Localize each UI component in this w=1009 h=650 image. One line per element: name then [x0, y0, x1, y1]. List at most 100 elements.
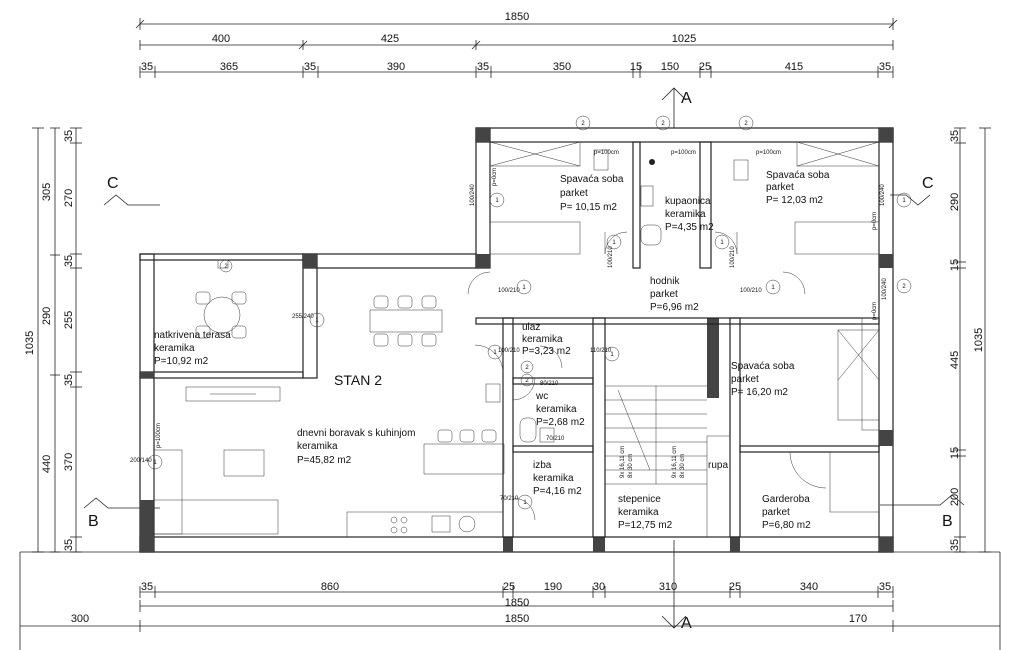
svg-text:p=0cm: p=0cm	[492, 168, 498, 186]
svg-text:parket: parket	[731, 374, 759, 385]
svg-text:izba: izba	[533, 460, 552, 471]
room-storage: izba keramika P=4,16 m2	[533, 460, 582, 497]
dim-right-d1: 35	[949, 130, 961, 142]
svg-text:wc: wc	[535, 391, 548, 402]
svg-text:100/210: 100/210	[498, 288, 520, 294]
svg-text:2: 2	[902, 284, 906, 290]
dim-right-d3: 15	[949, 259, 961, 271]
svg-text:8x 30 cm: 8x 30 cm	[628, 454, 634, 478]
svg-text:P=4,35 m2: P=4,35 m2	[665, 222, 714, 233]
dim-top-mid-1: 400	[212, 33, 230, 45]
svg-text:200/140: 200/140	[130, 458, 152, 464]
dim-top-mid-3: 1025	[672, 33, 696, 45]
dim-left-d2: 270	[63, 189, 75, 207]
door-tags: 1 1 1 1 1 1 1 1 1 1 1	[147, 192, 912, 510]
dim-bottom-d2: 860	[321, 581, 339, 593]
dim-bottom-d3: 25	[503, 581, 515, 593]
dim-left-total: 1035	[24, 331, 36, 355]
svg-text:1: 1	[153, 460, 157, 466]
dim-top-d4: 390	[387, 61, 405, 73]
svg-text:110/210: 110/210	[590, 348, 612, 354]
dim-left-mid-1: 305	[41, 183, 53, 201]
svg-text:keramika: keramika	[533, 473, 574, 484]
dim-bottom-outer-2: 1850	[505, 613, 529, 625]
svg-text:100/240: 100/240	[470, 184, 476, 206]
svg-text:1: 1	[315, 318, 319, 324]
dim-bottom-outer-3: 170	[849, 613, 867, 625]
room-hallway: hodnik parket P=6,96 m2	[650, 276, 699, 313]
svg-text:1: 1	[495, 198, 499, 204]
svg-text:Spavaća soba: Spavaća soba	[560, 174, 624, 185]
door-size-labels: 100/210 100/210 100/210 100/210 100/210 …	[130, 184, 888, 502]
svg-text:P= 12,03 m2: P= 12,03 m2	[766, 195, 823, 206]
svg-text:hodnik: hodnik	[650, 276, 680, 287]
svg-text:parket: parket	[762, 507, 790, 518]
dim-right-total: 1035	[973, 328, 985, 352]
svg-text:keramika: keramika	[522, 334, 563, 345]
dim-right-d7: 35	[949, 539, 961, 551]
svg-text:P=12,75 m2: P=12,75 m2	[618, 520, 673, 531]
svg-text:ulaz: ulaz	[522, 322, 540, 333]
dim-top-d5: 35	[477, 61, 489, 73]
dim-left-d5: 35	[63, 374, 75, 386]
svg-text:P=6,80 m2: P=6,80 m2	[762, 520, 811, 531]
section-c-right: C	[922, 175, 934, 192]
svg-text:1: 1	[610, 352, 614, 358]
dim-top-d3: 35	[304, 61, 316, 73]
svg-text:P=6,96 m2: P=6,96 m2	[650, 302, 699, 313]
parapet-labels: p=100cm p=100cm p=100cm p=0cm p=0cm p=0c…	[156, 150, 878, 448]
room-entrance: ulaz keramika P=3,23 m2	[522, 322, 571, 357]
dim-left-d4: 255	[63, 311, 75, 329]
walls	[139, 127, 894, 553]
svg-text:1: 1	[771, 285, 775, 291]
svg-text:2: 2	[525, 378, 529, 384]
room-master-bedroom: Spavaća soba parket P= 16,20 m2	[731, 361, 795, 398]
dim-top-d6: 350	[553, 61, 571, 73]
svg-text:p=100cm: p=100cm	[671, 150, 696, 156]
dim-right-d4: 445	[949, 351, 961, 369]
svg-text:keramika: keramika	[618, 507, 659, 518]
svg-text:80/210: 80/210	[540, 381, 559, 387]
dim-bottom-d4: 190	[544, 581, 562, 593]
room-stairs: stepenice keramika P=12,75 m2	[618, 494, 673, 531]
svg-text:2: 2	[525, 365, 529, 371]
svg-text:100/240: 100/240	[882, 278, 888, 300]
svg-text:Spavaća soba: Spavaća soba	[766, 170, 830, 181]
stair-labels: 9x 16,11 cm 8x 30 cm 9x 16,11 cm 8x 30 c…	[620, 446, 728, 478]
svg-text:P= 10,15 m2: P= 10,15 m2	[560, 202, 617, 213]
svg-text:70/210: 70/210	[546, 436, 565, 442]
section-b-right: B	[942, 513, 953, 530]
section-b-left: B	[88, 513, 99, 530]
room-bathroom: kupaonica keramika P=4,35 m2	[665, 196, 714, 233]
svg-text:2: 2	[744, 121, 748, 127]
svg-text:P=3,23 m2: P=3,23 m2	[522, 346, 571, 357]
dim-left-d1: 35	[63, 130, 75, 142]
svg-text:1: 1	[523, 500, 527, 506]
svg-text:p=100cm: p=100cm	[156, 423, 162, 448]
svg-text:P=10,92 m2: P=10,92 m2	[154, 356, 209, 367]
svg-text:P=4,16 m2: P=4,16 m2	[533, 486, 582, 497]
dim-bottom-outer-1: 300	[71, 613, 89, 625]
dim-bottom-d1: 35	[141, 581, 153, 593]
svg-text:9x 16,11 cm: 9x 16,11 cm	[620, 446, 626, 478]
svg-text:parket: parket	[560, 188, 588, 199]
doors	[467, 231, 827, 521]
svg-text:keramika: keramika	[665, 209, 706, 220]
svg-text:natkrivena terasa: natkrivena terasa	[154, 330, 231, 341]
dim-top-mid-2: 425	[381, 33, 399, 45]
dim-top-total: 1850	[505, 11, 529, 23]
section-c-left: C	[107, 175, 119, 192]
svg-text:P=2,68 m2: P=2,68 m2	[536, 417, 585, 428]
dim-left-mid-2: 290	[41, 307, 53, 325]
svg-text:9x 16,11 cm: 9x 16,11 cm	[672, 446, 678, 478]
dim-left-d3: 35	[63, 255, 75, 267]
svg-text:255/240: 255/240	[292, 314, 314, 320]
svg-text:2: 2	[581, 121, 585, 127]
svg-text:2: 2	[224, 264, 228, 270]
svg-text:1: 1	[522, 285, 526, 291]
dim-left-d6: 370	[63, 453, 75, 471]
dim-bottom-d5: 30	[593, 581, 605, 593]
section-a-top: A	[681, 90, 692, 107]
svg-text:100/210: 100/210	[608, 246, 614, 268]
dim-bottom-total: 1850	[505, 597, 529, 609]
